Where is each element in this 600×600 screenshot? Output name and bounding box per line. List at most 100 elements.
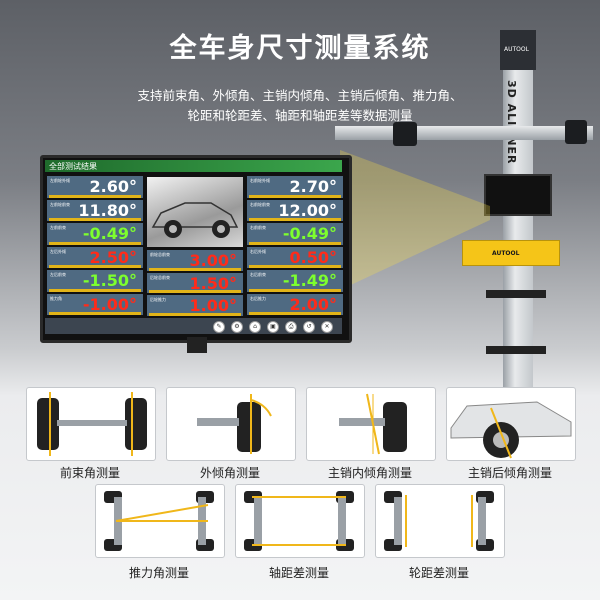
- track-width-difference-thumbnail: [375, 484, 505, 558]
- wheelbase-difference-icon: [244, 491, 354, 551]
- caster-angle-caption: 主销后倾角测量: [467, 466, 552, 480]
- result-range-bar: [49, 265, 141, 268]
- track-width-difference-caption: 轮距差测量: [408, 566, 469, 580]
- camber-angle-thumbnail: [166, 387, 296, 461]
- caster-angle-icon: [450, 401, 572, 459]
- subtitle-line-2: 轮距和轮距差、轴距和轴距差等数据测量: [187, 108, 413, 123]
- car-image: [147, 177, 243, 247]
- result-cell: 左前轮前束 11.80°: [47, 199, 143, 221]
- result-label: 左前前束: [50, 225, 66, 230]
- result-value: 2.60°: [89, 177, 137, 196]
- result-label: 左前轮前束: [50, 201, 70, 207]
- projection-beam: [340, 150, 490, 290]
- result-value: 0.50°: [289, 247, 337, 267]
- result-range-bar: [49, 288, 141, 292]
- caster-angle-thumbnail: [446, 387, 576, 461]
- tower-shelf: [486, 290, 546, 298]
- kingpin-inclination-caption: 主销内倾角测量: [327, 466, 412, 480]
- tower-logo: AUTOOL: [504, 46, 529, 53]
- page-title: 全车身尺寸测量系统: [169, 33, 431, 64]
- car-icon[interactable]: ▣: [267, 321, 279, 333]
- result-label: 右前轮外倾: [250, 178, 270, 183]
- result-value: -1.00°: [82, 294, 137, 314]
- result-range-bar: [249, 288, 341, 292]
- result-value: -1.49°: [282, 271, 337, 290]
- wrench-icon[interactable]: ✎: [213, 321, 225, 333]
- result-label: 左后前束: [50, 272, 66, 277]
- kingpin-inclination-thumbnail: [306, 387, 436, 461]
- result-range-bar: [249, 241, 341, 245]
- monitor-header: [45, 160, 342, 172]
- camera-left-icon: [393, 122, 417, 146]
- result-range-bar: [149, 290, 241, 293]
- result-range-bar: [249, 194, 341, 198]
- cabinet-logo: AUTOOL: [492, 250, 520, 257]
- close-icon[interactable]: ✕: [321, 321, 333, 333]
- subtitle-line-1: 支持前束角、外倾角、主销内倾角、主销后倾角、推力角、: [137, 88, 463, 103]
- settings-icon[interactable]: ⚙: [231, 321, 243, 333]
- result-cell: 右后推力 2.00°: [247, 293, 343, 315]
- result-value: 3.00°: [189, 251, 237, 270]
- result-label: 右后推力: [250, 295, 266, 301]
- result-value: 11.80°: [78, 200, 137, 220]
- result-cell: 右后前束 -1.49°: [247, 270, 343, 292]
- result-cell: 右前前束 -0.49°: [247, 223, 343, 245]
- camber-angle-caption: 外倾角测量: [199, 466, 260, 480]
- toe-angle-caption: 前束角测量: [59, 466, 120, 480]
- aligner-tower: [503, 38, 533, 406]
- result-range-bar: [49, 194, 141, 198]
- thrust-angle-icon: [104, 491, 214, 551]
- thrust-angle-thumbnail: [95, 484, 225, 558]
- result-label: 前轮总前束: [150, 252, 170, 257]
- result-range-bar: [249, 312, 341, 315]
- result-range-bar: [249, 218, 341, 221]
- result-value: 12.00°: [278, 200, 337, 220]
- tower-cabinet: [462, 240, 560, 266]
- wheelbase-difference-thumbnail: [235, 484, 365, 558]
- monitor-stand: [187, 337, 207, 353]
- result-cell: 右前轮外倾 2.70°: [247, 176, 343, 198]
- result-range-bar: [249, 265, 341, 268]
- result-range-bar: [49, 241, 141, 245]
- page-subtitle: 支持前束角、外倾角、主销内倾角、主销后倾角、推力角、 轮距和轮距差、轴距和轴距差…: [85, 86, 515, 126]
- result-label: 推力角: [50, 295, 62, 301]
- tower-label: 3D ALIGNER: [505, 80, 518, 165]
- camera-right-icon: [565, 120, 587, 144]
- camera-beam: [335, 126, 593, 140]
- result-label: 右前前束: [250, 225, 266, 230]
- result-range-bar: [49, 218, 141, 221]
- print-icon[interactable]: ⎙: [285, 321, 297, 333]
- home-icon[interactable]: ⌂: [249, 321, 261, 333]
- camber-angle-icon: [197, 394, 272, 454]
- thrust-angle-caption: 推力角测量: [128, 566, 189, 580]
- monitor-toolbar: ✎ ⚙ ⌂ ▣ ⎙ ↺ ✕: [45, 318, 342, 334]
- tower-monitor: [484, 174, 552, 216]
- wheelbase-difference-caption: 轴距差测量: [268, 566, 329, 580]
- result-value: 2.70°: [289, 177, 337, 196]
- kingpin-inclination-icon: [339, 393, 407, 455]
- result-label: 右后前束: [250, 272, 266, 277]
- result-range-bar: [149, 312, 241, 316]
- back-icon[interactable]: ↺: [303, 321, 315, 333]
- result-value: -0.49°: [282, 224, 337, 243]
- toe-angle-icon: [37, 392, 147, 456]
- tower-shelf: [486, 346, 546, 354]
- result-cell: 左前前束 -0.49°: [47, 223, 143, 245]
- car-wireframe-icon: [151, 202, 239, 238]
- result-cell: 前轮总前束 3.00°: [147, 250, 243, 271]
- tower-head: [500, 30, 536, 70]
- result-value: 2.50°: [89, 247, 137, 267]
- result-value: -0.49°: [82, 224, 137, 243]
- result-value: -1.50°: [82, 271, 137, 290]
- result-range-bar: [49, 312, 141, 315]
- result-label: 后轮推力: [150, 297, 166, 302]
- toe-angle-thumbnail: [26, 387, 156, 461]
- result-value: 2.00°: [289, 294, 337, 314]
